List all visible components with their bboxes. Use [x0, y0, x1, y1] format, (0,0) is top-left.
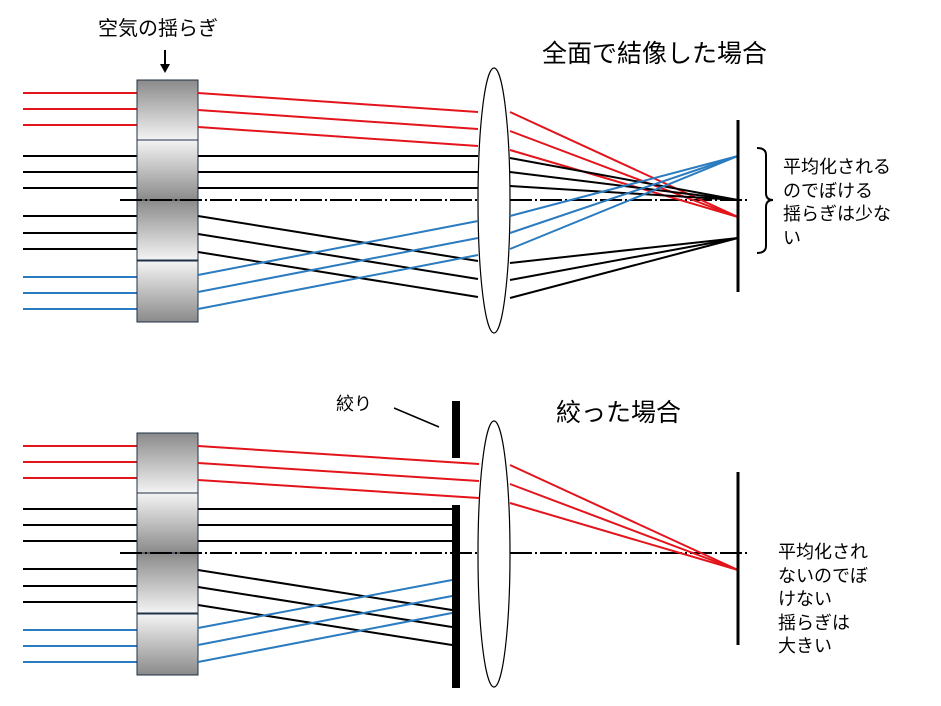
red-focused-ray: [509, 464, 739, 571]
red-ray: [197, 109, 479, 130]
blue-focused-ray: [509, 155, 739, 250]
turbulence-block: [136, 79, 199, 141]
red-focused-ray: [509, 483, 739, 571]
turbulence-block: [136, 432, 199, 494]
red-ray: [197, 92, 479, 113]
turbulence-block: [136, 260, 199, 323]
aperture-label: 絞り: [336, 394, 372, 415]
turbulence-block: [136, 139, 199, 201]
full-aperture-panel: [23, 67, 750, 334]
red-ray: [197, 126, 479, 147]
stopped-note: 平均化され ないのでぼ けない 揺らぎは 大きい: [778, 542, 868, 657]
blue-focused-ray: [509, 155, 739, 217]
aperture-stop-upper: [452, 401, 460, 458]
red-ray: [197, 462, 480, 482]
turbulence-block: [136, 199, 199, 261]
red-focused-ray: [509, 149, 739, 218]
red-ray: [197, 445, 480, 465]
blue-ray: [197, 237, 479, 293]
blue-ray-blocked: [197, 595, 453, 646]
brace-icon: [756, 147, 774, 254]
turbulence-block: [136, 613, 199, 676]
black-focused-ray: [509, 237, 739, 299]
red-focused-ray: [509, 111, 739, 218]
blue-ray-blocked: [197, 579, 453, 629]
black-ray: [197, 215, 479, 262]
full-aperture-title: 全面で結像した場合: [542, 39, 768, 68]
stopped-down-panel: [23, 401, 750, 688]
blue-ray: [197, 220, 479, 276]
red-ray: [197, 479, 480, 499]
aperture-stop-lower: [452, 505, 460, 688]
lens: [477, 420, 511, 688]
black-focused-ray: [509, 157, 739, 201]
full-aperture-note: 平均化される のでぼける 揺らぎは少な い: [783, 157, 891, 249]
black-ray: [197, 251, 479, 298]
black-focused-ray: [509, 237, 739, 264]
turbulence-block: [136, 492, 199, 554]
black-focused-ray: [509, 185, 739, 201]
turbulence-block: [136, 552, 199, 614]
black-ray-blocked: [197, 604, 453, 646]
lens: [477, 67, 511, 334]
black-ray: [197, 233, 479, 280]
air-fluctuation-label: 空気の揺らぎ: [98, 16, 218, 40]
black-focused-ray: [509, 237, 739, 281]
red-focused-ray: [509, 502, 739, 571]
aperture-pointer-line: [393, 407, 440, 428]
stopped-title: 絞った場合: [556, 398, 682, 427]
blue-focused-ray: [509, 155, 739, 234]
red-focused-ray: [509, 130, 739, 218]
blue-ray-blocked: [197, 612, 453, 663]
down-arrow-icon: [160, 50, 170, 73]
blue-ray: [197, 254, 479, 310]
